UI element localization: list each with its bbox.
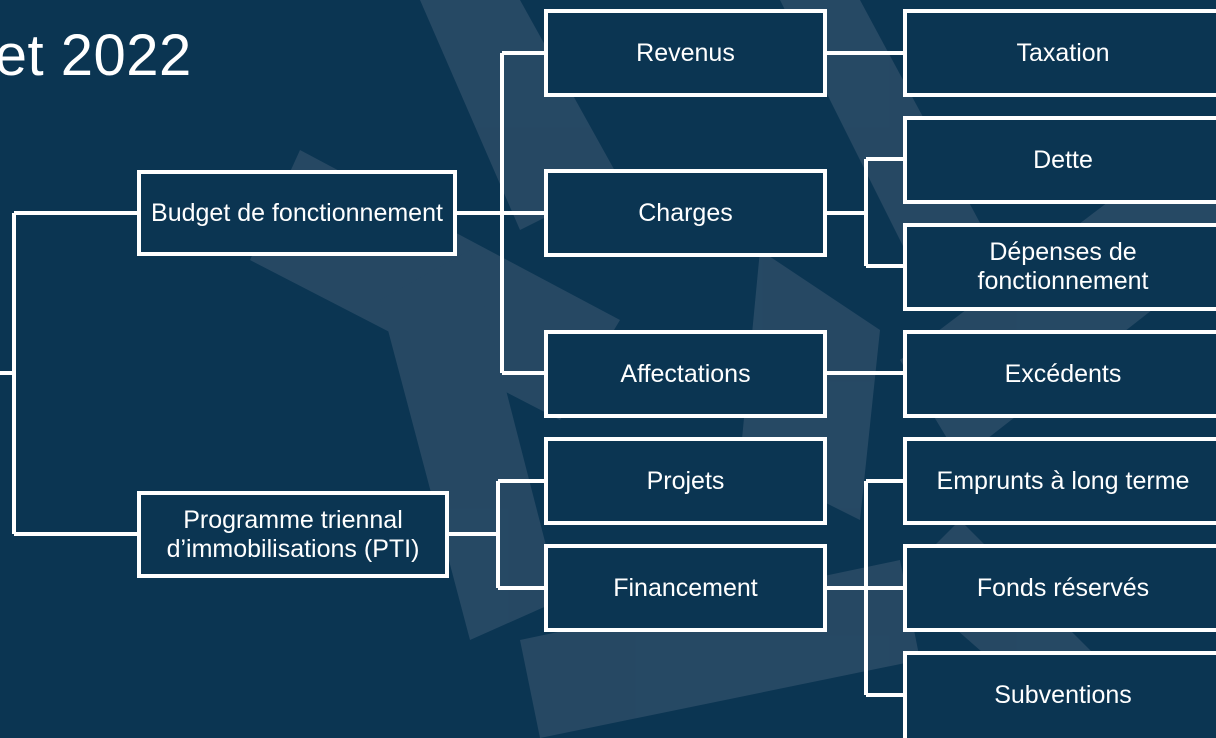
node-affectations: Affectations: [544, 330, 827, 418]
node-emprunts-a-long-terme: Emprunts à long terme: [903, 437, 1216, 525]
node-charges: Charges: [544, 169, 827, 257]
node-label: Revenus: [636, 38, 735, 67]
node-projets: Projets: [544, 437, 827, 525]
node-label: Subventions: [994, 681, 1132, 709]
node-label: Affectations: [620, 359, 751, 388]
node-label: Taxation: [1016, 38, 1110, 67]
node-label: Dette: [1033, 145, 1093, 174]
node-label: Financement: [613, 573, 758, 602]
node-fonds-reserves: Fonds réservés: [903, 544, 1216, 632]
node-revenus: Revenus: [544, 9, 827, 97]
node-label: Excédents: [1004, 359, 1122, 388]
node-subventions: Subventions: [903, 651, 1216, 738]
page-title: get 2022: [0, 23, 192, 88]
node-depenses-de-fonctionnement: Dépenses de fonctionnement: [903, 223, 1216, 311]
node-label: Fonds réservés: [976, 573, 1150, 602]
node-budget-de-fonctionnement: Budget de fonctionnement: [137, 170, 457, 256]
node-taxation: Taxation: [903, 9, 1216, 97]
node-excedents: Excédents: [903, 330, 1216, 418]
node-label: Emprunts à long terme: [936, 466, 1190, 495]
node-financement: Financement: [544, 544, 827, 632]
node-label: Budget de fonctionnement: [151, 198, 443, 227]
node-label: Programme triennal d’immobilisations (PT…: [166, 505, 420, 563]
node-label: Projets: [646, 466, 725, 495]
node-dette: Dette: [903, 116, 1216, 204]
node-label: Charges: [638, 198, 733, 227]
node-label: Dépenses de fonctionnement: [977, 238, 1149, 295]
node-programme-triennal: Programme triennal d’immobilisations (PT…: [137, 491, 449, 578]
